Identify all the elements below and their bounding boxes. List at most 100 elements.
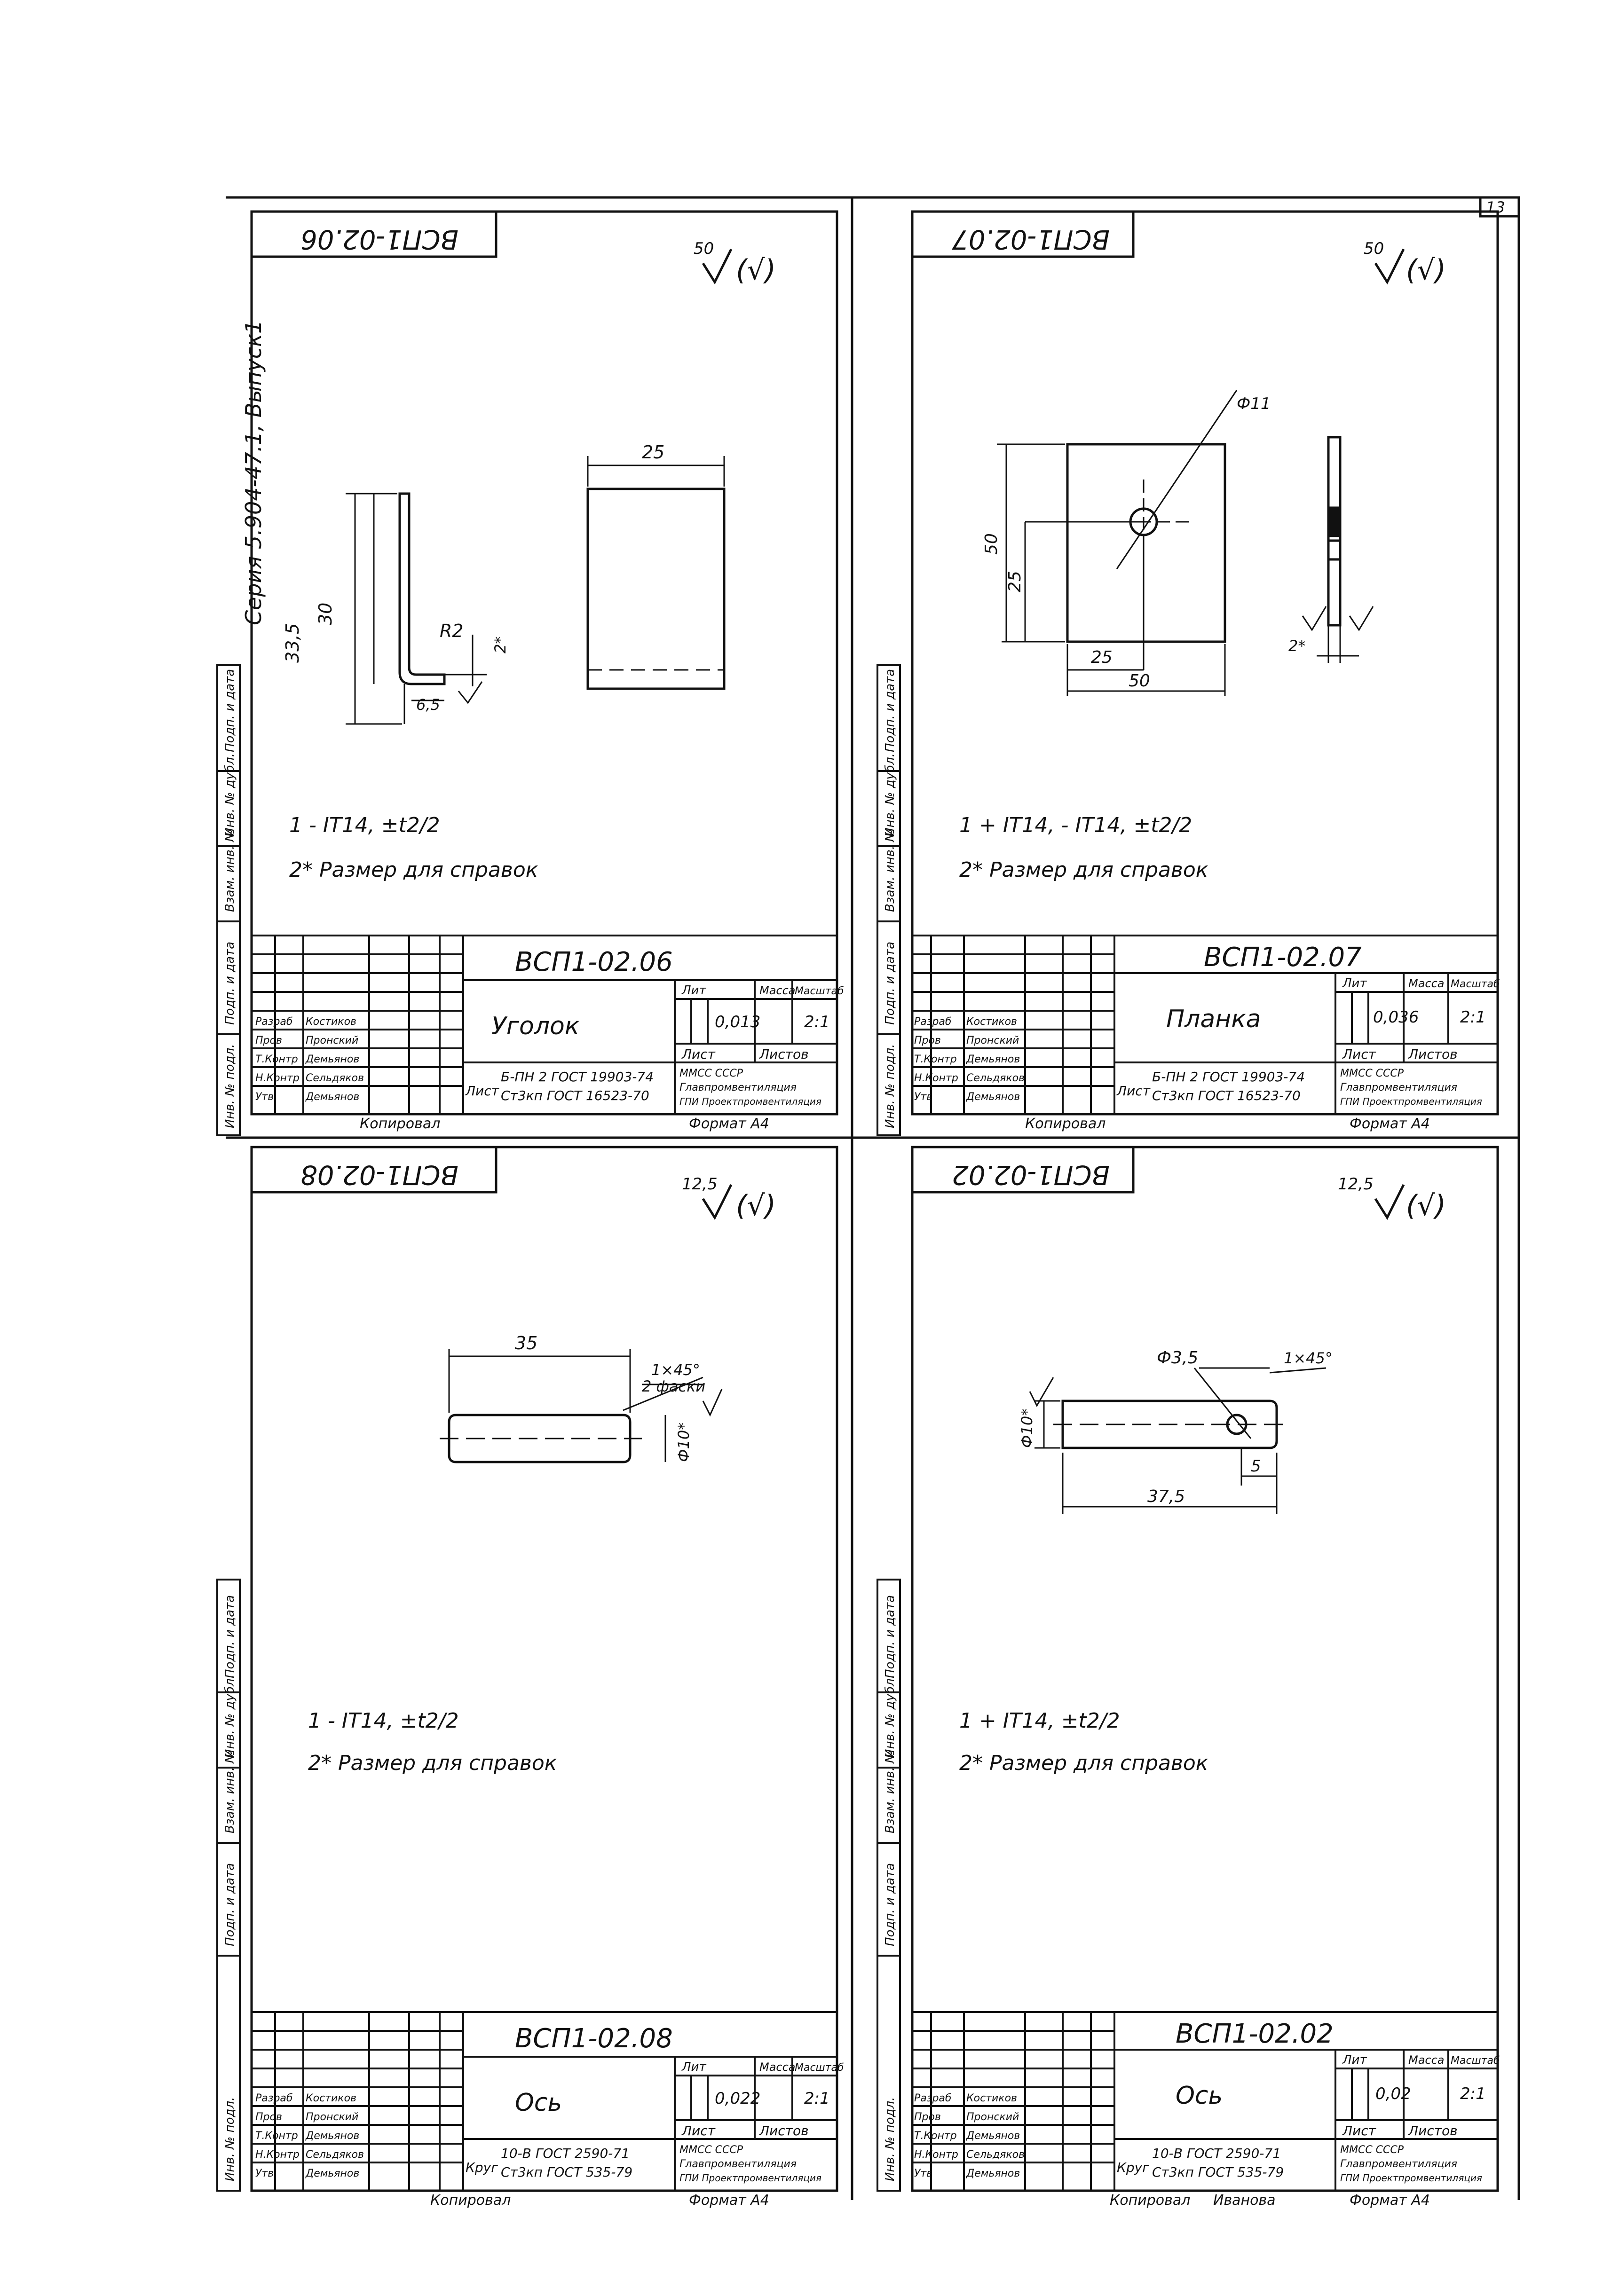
svg-text:Копировал: Копировал xyxy=(1025,1116,1106,1132)
svg-text:Лист: Лист xyxy=(1342,2123,1376,2139)
svg-text:Демьянов: Демьянов xyxy=(305,2130,359,2142)
scale-value: 2:1 xyxy=(1460,1008,1486,1027)
svg-text:Формат А4: Формат А4 xyxy=(1350,2192,1430,2209)
svg-text:Утв: Утв xyxy=(914,1091,932,1103)
part-name: Ось xyxy=(1176,2082,1223,2110)
svg-text:Круг: Круг xyxy=(1117,2160,1149,2175)
svg-text:Т.Контр: Т.Контр xyxy=(255,2130,298,2142)
svg-text:Пров: Пров xyxy=(255,1035,282,1046)
svg-text:Демьянов: Демьянов xyxy=(966,2168,1020,2179)
code-mirrored: ВСП1-02.07 xyxy=(952,224,1110,254)
svg-text:10-В ГОСТ 2590-71: 10-В ГОСТ 2590-71 xyxy=(1152,2146,1281,2161)
svg-text:Главпромвентиляция: Главпромвентиляция xyxy=(1340,1082,1457,1093)
drawing-vsp1-02-06: ВСП1-02.06 50 (√) 33,5 30 R2 2* 6,5 xyxy=(250,210,838,1116)
roughness-mark: 50 (√) xyxy=(1364,239,1446,287)
svg-text:Демьянов: Демьянов xyxy=(966,2130,1020,2142)
block-code: ВСП1-02.07 xyxy=(1204,942,1362,973)
svg-text:Ст3кп ГОСТ 16523-70: Ст3кп ГОСТ 16523-70 xyxy=(1152,1088,1301,1103)
code-mirrored: ВСП1-02.08 xyxy=(300,1159,458,1190)
title-block-vsp1-02-07: ВСП1-02.07 Планка Лит Масса Масштаб 0,03… xyxy=(911,935,1500,1132)
svg-text:Лист: Лист xyxy=(681,2123,716,2139)
sheet-frame xyxy=(226,196,1520,2200)
svg-text:Н.Контр: Н.Контр xyxy=(914,2149,958,2161)
svg-text:Инв. № подл.: Инв. № подл. xyxy=(223,2097,237,2181)
svg-text:Главпромвентиляция: Главпромвентиляция xyxy=(679,1082,797,1093)
mass-value: 0,022 xyxy=(715,2089,760,2108)
svg-text:50: 50 xyxy=(694,239,714,258)
svg-text:1×45°: 1×45° xyxy=(1284,1349,1333,1367)
code-mirrored: ВСП1-02.02 xyxy=(952,1159,1110,1190)
svg-text:Масштаб: Масштаб xyxy=(795,2062,844,2074)
svg-text:Иванова: Иванова xyxy=(1213,2192,1276,2209)
svg-text:Формат А4: Формат А4 xyxy=(689,1116,769,1132)
svg-text:Утв: Утв xyxy=(255,1091,274,1103)
block-code: ВСП1-02.02 xyxy=(1176,2019,1334,2049)
svg-text:Подп. и дата: Подп. и дата xyxy=(883,1863,897,1946)
svg-text:6,5: 6,5 xyxy=(416,696,440,714)
svg-text:12,5: 12,5 xyxy=(1338,1175,1374,1194)
svg-text:50: 50 xyxy=(982,533,1001,555)
svg-text:Демьянов: Демьянов xyxy=(305,1091,359,1103)
svg-text:Копировал: Копировал xyxy=(1110,2192,1190,2209)
sheet-number: 13 xyxy=(1486,198,1505,216)
svg-text:(√): (√) xyxy=(1406,1189,1446,1222)
svg-text:Разраб: Разраб xyxy=(914,1016,951,1028)
svg-text:Пров: Пров xyxy=(255,2111,282,2123)
svg-text:Пров: Пров xyxy=(914,1035,941,1046)
part-name: Планка xyxy=(1166,1005,1261,1033)
svg-text:Лист: Лист xyxy=(465,1083,499,1099)
svg-text:Лист: Лист xyxy=(1342,1046,1376,1062)
part-plate-side-view xyxy=(1302,436,1374,663)
svg-text:Костиков: Костиков xyxy=(966,2092,1017,2104)
svg-text:Формат А4: Формат А4 xyxy=(1350,1116,1430,1132)
svg-text:Листов: Листов xyxy=(759,2123,809,2139)
svg-text:Листов: Листов xyxy=(1408,2123,1458,2139)
svg-text:Масштаб: Масштаб xyxy=(795,985,844,997)
svg-text:Формат А4: Формат А4 xyxy=(689,2192,769,2209)
svg-text:1×45°: 1×45° xyxy=(651,1361,700,1379)
svg-text:Ф11: Ф11 xyxy=(1237,394,1271,413)
svg-text:Взам. инв. №: Взам. инв. № xyxy=(883,829,897,912)
svg-text:35: 35 xyxy=(515,1333,537,1353)
svg-text:2*: 2* xyxy=(1288,637,1305,655)
part-axle-view xyxy=(440,1349,723,1463)
svg-text:25: 25 xyxy=(1005,571,1025,592)
svg-text:Пронский: Пронский xyxy=(306,1035,358,1046)
svg-text:Листов: Листов xyxy=(759,1046,809,1062)
svg-text:ММСС СССР: ММСС СССР xyxy=(679,2144,743,2156)
svg-text:Ф10*: Ф10* xyxy=(675,1423,693,1462)
svg-text:ГПИ Проектпромвентиляция: ГПИ Проектпромвентиляция xyxy=(679,2172,821,2184)
svg-text:Ст3кп ГОСТ 16523-70: Ст3кп ГОСТ 16523-70 xyxy=(501,1088,649,1103)
svg-text:ММСС СССР: ММСС СССР xyxy=(1340,1068,1404,1079)
svg-text:Инв. № подл.: Инв. № подл. xyxy=(883,1044,897,1128)
side-stamp-right-top xyxy=(877,664,901,1136)
scale-value: 2:1 xyxy=(804,1013,830,1031)
svg-text:12,5: 12,5 xyxy=(682,1175,718,1194)
part-name: Уголок xyxy=(491,1012,580,1040)
svg-text:ММСС СССР: ММСС СССР xyxy=(679,1068,743,1079)
svg-text:Ст3кп ГОСТ 535-79: Ст3кп ГОСТ 535-79 xyxy=(1152,2164,1284,2180)
mass-value: 0,013 xyxy=(715,1013,760,1031)
svg-text:Т.Контр: Т.Контр xyxy=(914,1054,957,1065)
svg-text:ММСС СССР: ММСС СССР xyxy=(1340,2144,1404,2156)
note-1: 1 + IT14, - IT14, ±t2/2 xyxy=(959,813,1192,837)
block-code: ВСП1-02.08 xyxy=(515,2023,673,2054)
svg-text:Костиков: Костиков xyxy=(966,1016,1017,1028)
svg-text:Взам. инв. №: Взам. инв. № xyxy=(223,829,237,912)
svg-text:Разраб: Разраб xyxy=(255,1016,292,1028)
svg-text:Подп. и дата: Подп. и дата xyxy=(223,942,237,1025)
code-mirrored: ВСП1-02.06 xyxy=(300,224,458,254)
svg-text:Инв. № подл.: Инв. № подл. xyxy=(883,2097,897,2181)
svg-text:Сельдяков: Сельдяков xyxy=(966,2149,1025,2161)
svg-text:Взам. инв. №: Взам. инв. № xyxy=(223,1750,237,1833)
svg-text:Н.Контр: Н.Контр xyxy=(255,1072,300,1084)
svg-text:(√): (√) xyxy=(736,1189,776,1222)
svg-text:Масштаб: Масштаб xyxy=(1451,2055,1500,2067)
svg-text:Пронский: Пронский xyxy=(966,1035,1019,1046)
svg-text:2 фаски: 2 фаски xyxy=(642,1377,705,1395)
svg-text:Копировал: Копировал xyxy=(360,1116,440,1132)
svg-text:Главпромвентиляция: Главпромвентиляция xyxy=(1340,2158,1457,2170)
series-label: Серия 5.904-47.1, Выпуск1 xyxy=(241,320,266,625)
part-angle-front-view xyxy=(346,492,487,725)
svg-text:Разраб: Разраб xyxy=(255,2092,292,2104)
